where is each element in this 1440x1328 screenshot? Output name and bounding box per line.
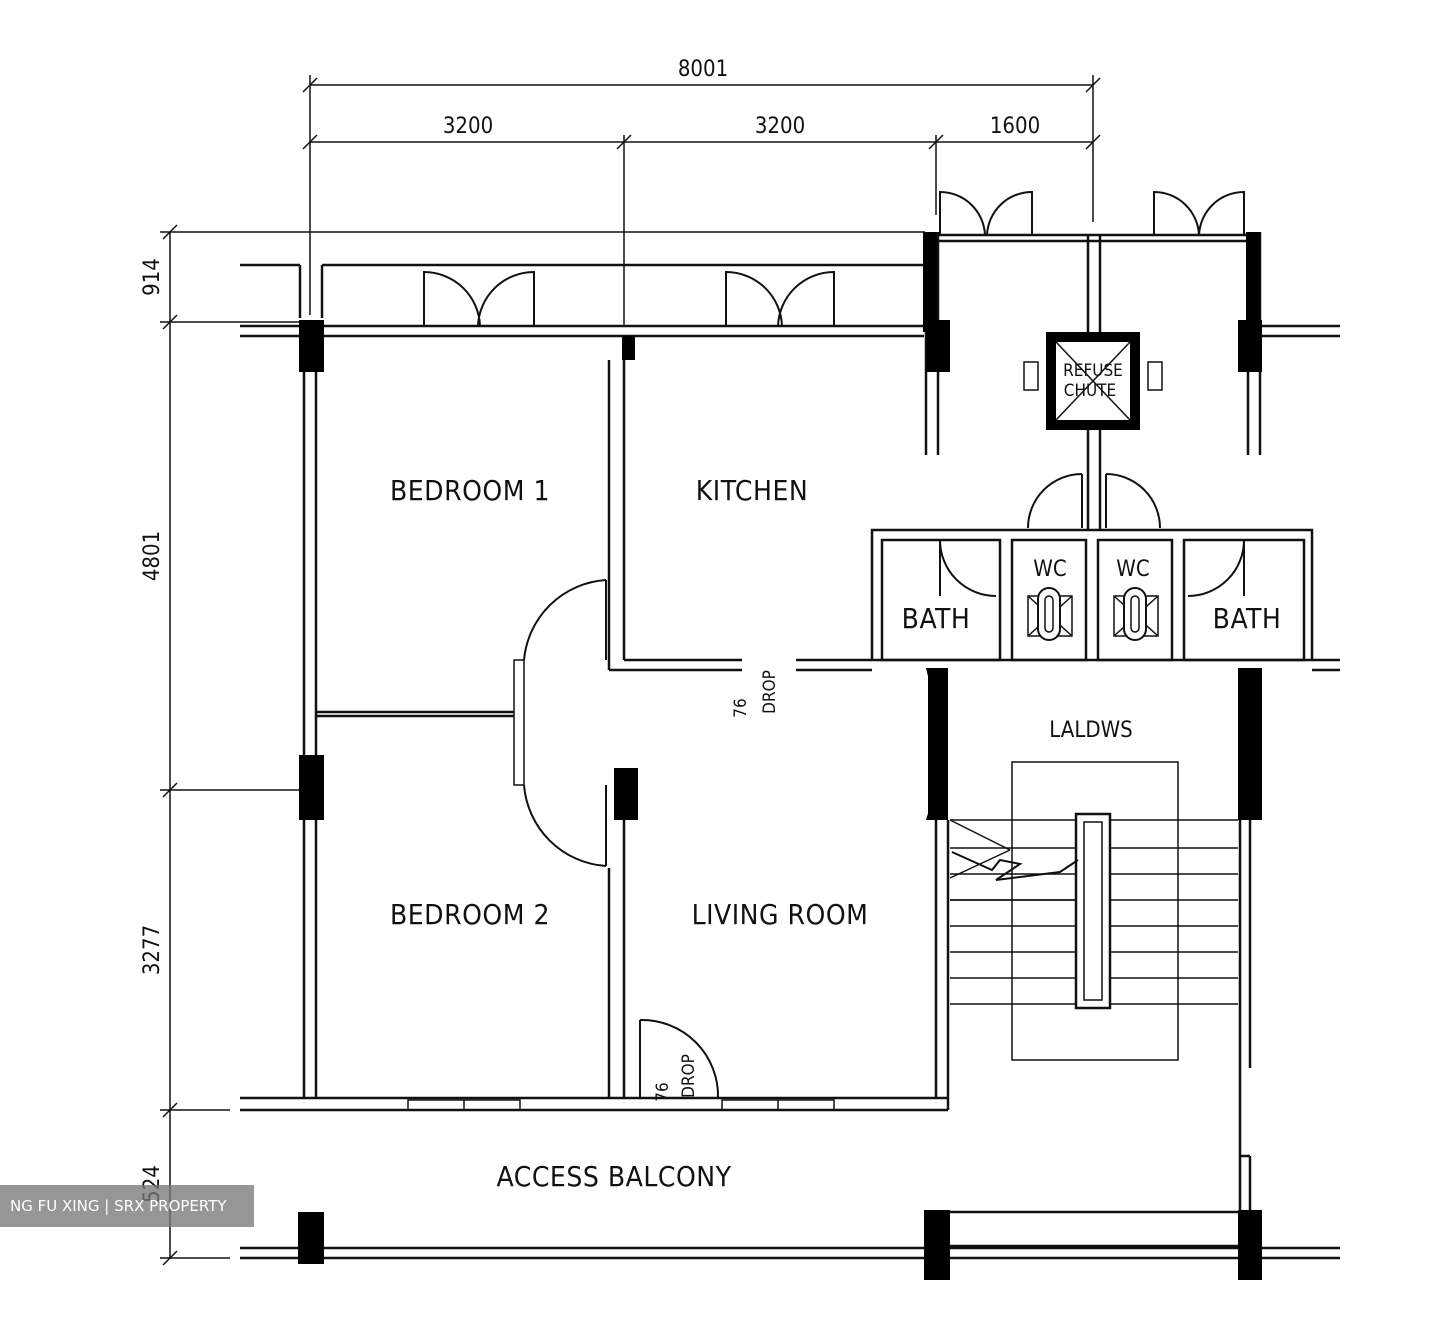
staircase (949, 761, 1238, 1061)
living-drop-size: 76 (653, 1082, 673, 1101)
dim-overall-width: 8001 (678, 57, 728, 82)
living-room-label: LIVING ROOM (692, 898, 869, 931)
bath-right-label: BATH (1213, 602, 1282, 635)
dim-height-3: 3277 (140, 925, 165, 975)
dim-height-1: 914 (140, 258, 165, 296)
kitchen-drop-label: DROP (760, 670, 780, 714)
bedroom-1-label: BEDROOM 1 (390, 474, 550, 507)
doors (407, 190, 1245, 1111)
wc-left-label: WC (1033, 557, 1066, 582)
kitchen-drop-size: 76 (731, 698, 751, 717)
wc-right-label: WC (1116, 557, 1149, 582)
watermark-badge: NG FU XING | SRX PROPERTY (0, 1185, 254, 1227)
lobby-label: LALDWS (1049, 718, 1132, 743)
dim-segment-1: 3200 (443, 114, 493, 139)
refuse-chute-label-2: CHUTE (1064, 381, 1116, 401)
refuse-chute-label-1: REFUSE (1063, 361, 1123, 381)
refuse-chute: REFUSE CHUTE (1023, 332, 1163, 430)
dim-height-2: 4801 (140, 531, 165, 581)
dimension-lines (160, 75, 1101, 1266)
dim-segment-2: 3200 (755, 114, 805, 139)
bath-left-label: BATH (902, 602, 971, 635)
drop-labels: 76 DROP 76 DROP (653, 670, 780, 1102)
walls (240, 232, 1340, 1260)
access-balcony-label: ACCESS BALCONY (496, 1160, 731, 1193)
kitchen-label: KITCHEN (696, 474, 808, 507)
bedroom-2-label: BEDROOM 2 (390, 898, 550, 931)
dim-segment-3: 1600 (990, 114, 1040, 139)
living-drop-label: DROP (679, 1054, 699, 1098)
structural-columns (298, 232, 1262, 1280)
wc-fixtures (1027, 587, 1159, 641)
room-labels: BEDROOM 1 KITCHEN BEDROOM 2 LIVING ROOM … (390, 474, 1281, 1193)
